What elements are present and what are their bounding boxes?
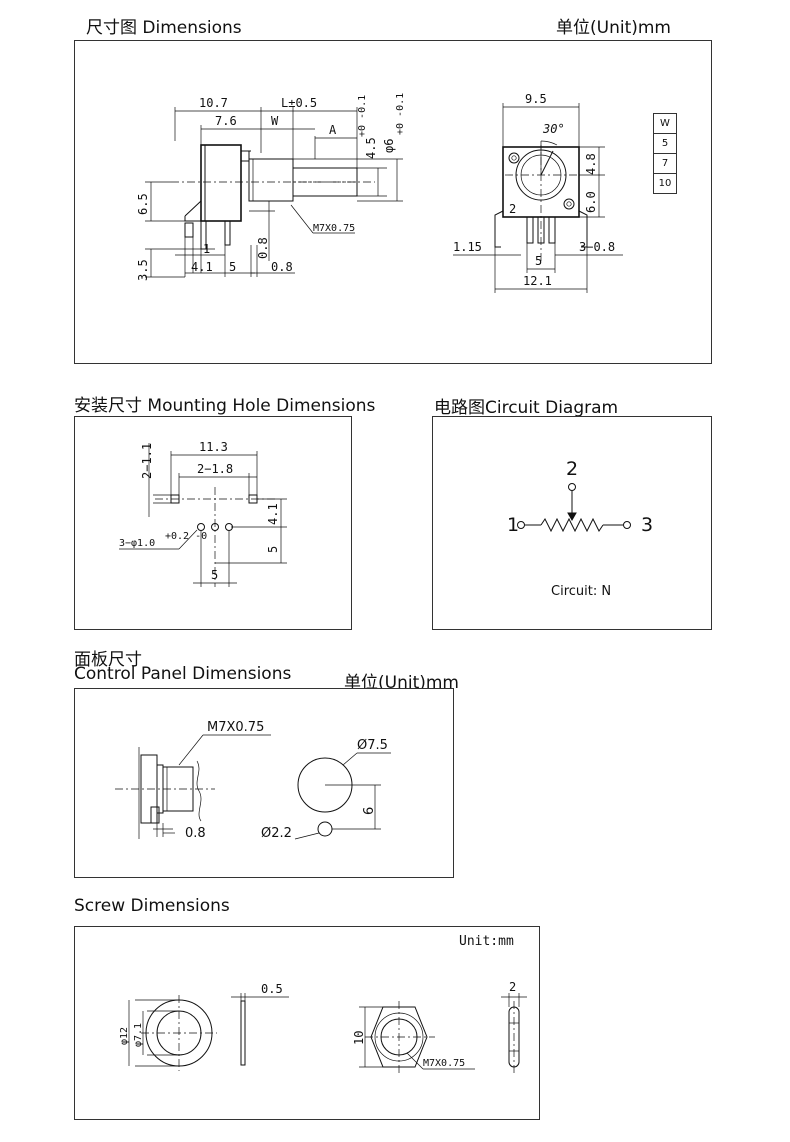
w-table-cell: 5	[653, 133, 677, 154]
w-table-cell: 10	[653, 173, 677, 194]
terminal-1	[517, 521, 525, 529]
terminal-2	[568, 483, 576, 491]
dim-l: L±0.5	[281, 96, 317, 110]
w-table-header: W	[653, 113, 677, 134]
panel-title-en: Control Panel Dimensions	[74, 664, 292, 684]
dim-30: 30°	[542, 122, 565, 136]
panel-dim-phi7-5: Ø7.5	[357, 738, 388, 753]
side-thread-label: M7X0.75	[313, 223, 355, 234]
dim-4-5-tol: +0 -0.1	[357, 95, 368, 137]
dim-3-phi: 3−φ1.0	[119, 538, 155, 549]
screw-title: Screw Dimensions	[74, 896, 230, 916]
dim-phi6: φ6	[382, 139, 396, 153]
screw-dim-phi7-1: φ7.1	[133, 1023, 144, 1047]
terminal-3	[623, 521, 631, 529]
mounting-drawing: 2−1.1 11.3 2−1.8 4.1 5 5 3−φ1.0 +0.2 -0	[119, 440, 287, 587]
dim-5-front: 5	[535, 254, 542, 268]
dim-4-5: 4.5	[364, 137, 378, 159]
w-table: W 5 7 10	[653, 113, 677, 194]
panel-thread-label: M7X0.75	[207, 720, 264, 735]
dim-4-1: 4.1	[191, 260, 213, 274]
screw-dim-phi12: φ12	[119, 1027, 130, 1045]
pin-3-label: 3	[641, 514, 653, 536]
dimensions-title: 尺寸图 Dimensions	[86, 18, 242, 38]
circuit-title: 电路图Circuit Diagram	[434, 398, 619, 418]
screw-unit: Unit:mm	[459, 934, 514, 949]
dim-2-1-1: 2−1.1	[140, 443, 154, 479]
dim-0-8-vert: 0.8	[256, 237, 270, 259]
dim-3-5: 3.5	[136, 259, 150, 281]
dim-a: A	[329, 123, 337, 137]
pin-1-label: 1	[507, 514, 519, 536]
screw-panel: Unit:mm φ12 φ7.1 0.5 10 M7X0.75	[74, 926, 540, 1120]
dim-3-0-8: 3−0.8	[579, 240, 615, 254]
screw-thread-label: M7X0.75	[423, 1058, 465, 1069]
control-panel-drawing: 0.8 M7X0.75 Ø7.5 Ø2.2 6	[115, 720, 391, 841]
dim-5-mount-vert: 5	[266, 546, 280, 553]
mounting-title: 安装尺寸 Mounting Hole Dimensions	[74, 396, 376, 416]
mounting-panel: 2−1.1 11.3 2−1.8 4.1 5 5 3−φ1.0 +0.2 -0	[74, 416, 352, 630]
dim-1: 1	[203, 242, 210, 256]
circuit-diagram: 1 2 3 Circuit: N	[507, 458, 653, 599]
panel-hole-small	[317, 821, 333, 837]
washer-side	[240, 1000, 246, 1066]
panel-dim-6: 6	[362, 807, 377, 815]
dim-4-1-mount: 4.1	[266, 503, 280, 525]
pin-2-label: 2	[566, 458, 578, 480]
dim-0-8-horiz: 0.8	[271, 260, 293, 274]
dim-12-1: 12.1	[523, 274, 552, 288]
dim-5: 5	[229, 260, 236, 274]
resistor	[540, 517, 604, 533]
side-view: 10.7 L±0.5 7.6 W A 4.5 +0 -0.1 φ6 +0 -0.…	[136, 93, 406, 281]
dim-phi6-tol: +0 -0.1	[395, 93, 406, 135]
w-table-cell: 7	[653, 153, 677, 174]
dim-9-5: 9.5	[525, 92, 547, 106]
dim-1-15: 1.15	[453, 240, 482, 254]
dim-4-8: 4.8	[584, 153, 598, 175]
screw-dim-10: 10	[352, 1031, 366, 1045]
screw-drawing: φ12 φ7.1 0.5 10 M7X0.75 2	[119, 980, 527, 1075]
dim-5-mount-horiz: 5	[211, 568, 218, 582]
dim-2-1-8: 2−1.8	[197, 462, 233, 476]
circuit-panel: 1 2 3 Circuit: N	[432, 416, 712, 630]
side-body	[200, 144, 242, 222]
dim-6-0: 6.0	[584, 191, 598, 213]
dimensions-drawing: 10.7 L±0.5 7.6 W A 4.5 +0 -0.1 φ6 +0 -0.…	[136, 92, 623, 293]
control-panel-panel: 0.8 M7X0.75 Ø7.5 Ø2.2 6	[74, 688, 454, 878]
dim-7-6: 7.6	[215, 114, 237, 128]
dim-6-5: 6.5	[136, 193, 150, 215]
dim-10-7: 10.7	[199, 96, 228, 110]
dim-11-3: 11.3	[199, 440, 228, 454]
screw-dim-2: 2	[509, 980, 516, 994]
dim-w: W	[271, 114, 279, 128]
dim-3-phi-tol: +0.2 -0	[165, 531, 207, 542]
side-bushing	[248, 158, 294, 202]
panel-dim-phi2-2: Ø2.2	[261, 826, 292, 841]
dimensions-panel: 10.7 L±0.5 7.6 W A 4.5 +0 -0.1 φ6 +0 -0.…	[74, 40, 712, 364]
front-view: 30° 9.5 4.8 6.0 2	[453, 92, 623, 293]
circuit-note: Circuit: N	[551, 584, 611, 599]
panel-dim-0-8: 0.8	[185, 826, 206, 841]
screw-dim-0-5: 0.5	[261, 982, 283, 996]
panel-title-cn: 面板尺寸	[74, 650, 142, 670]
dim-2: 2	[509, 202, 516, 216]
dimensions-unit: 单位(Unit)mm	[556, 18, 671, 38]
